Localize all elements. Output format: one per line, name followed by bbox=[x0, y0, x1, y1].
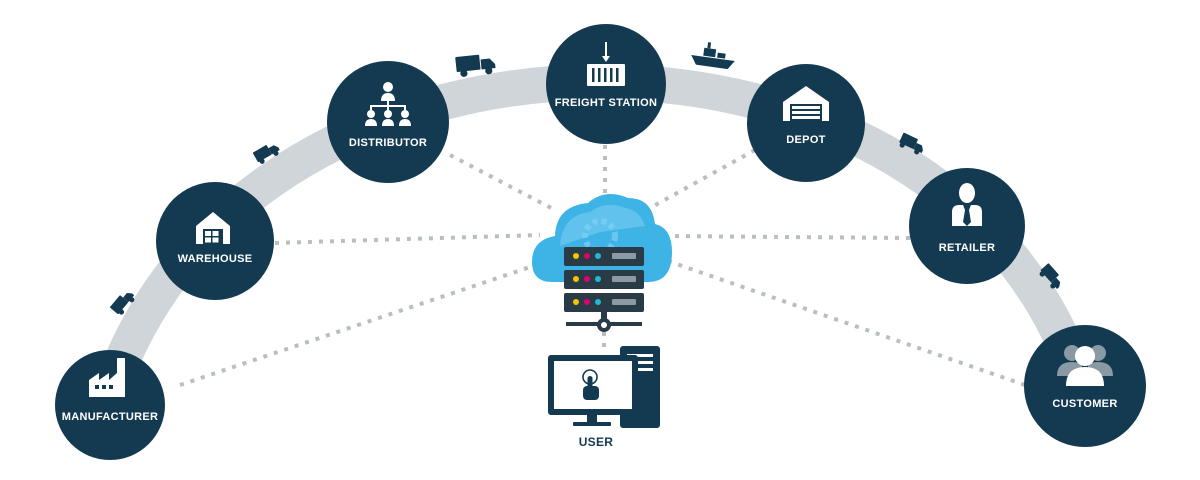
node-warehouse[interactable]: WAREHOUSE bbox=[156, 182, 274, 300]
connector-customer bbox=[664, 258, 1026, 387]
monitor-screen bbox=[554, 361, 632, 409]
node-retailer[interactable]: RETAILER bbox=[909, 168, 1025, 284]
connector-lines bbox=[179, 145, 1026, 387]
vehicles bbox=[110, 42, 1061, 315]
node-label: DEPOT bbox=[786, 134, 825, 146]
node-label: MANUFACTURER bbox=[62, 411, 158, 423]
truck-icon bbox=[1039, 263, 1061, 290]
truck-icon bbox=[110, 293, 135, 315]
node-distributor[interactable]: DISTRIBUTOR bbox=[327, 61, 449, 183]
node-circle bbox=[747, 64, 865, 182]
connector-warehouse bbox=[274, 233, 541, 245]
cloud-server-hub bbox=[532, 194, 672, 332]
server-unit-3 bbox=[564, 293, 644, 312]
garage-icon bbox=[783, 86, 829, 121]
factory-icon bbox=[89, 358, 125, 397]
user-computer: USER bbox=[548, 346, 660, 449]
server-unit-1 bbox=[564, 247, 644, 266]
server-rack bbox=[564, 247, 644, 332]
gear-icon bbox=[582, 218, 618, 254]
org-chart-icon bbox=[365, 82, 411, 126]
connector-retailer bbox=[664, 234, 911, 240]
node-manufacturer[interactable]: MANUFACTURER bbox=[55, 350, 165, 460]
truck-icon bbox=[455, 54, 496, 77]
node-freight-station[interactable]: FREIGHT STATION bbox=[546, 24, 666, 144]
node-label: RETAILER bbox=[939, 242, 996, 254]
warehouse-icon bbox=[196, 212, 230, 244]
node-depot[interactable]: DEPOT bbox=[747, 64, 865, 182]
node-label: WAREHOUSE bbox=[178, 253, 253, 265]
container-crane-icon bbox=[587, 42, 625, 86]
node-label: FREIGHT STATION bbox=[555, 97, 657, 109]
node-circle bbox=[55, 350, 165, 460]
server-leds bbox=[573, 253, 601, 305]
touch-hand-icon bbox=[582, 369, 599, 400]
node-label: DISTRIBUTOR bbox=[349, 137, 427, 149]
connector-depot bbox=[649, 148, 756, 210]
node-customer[interactable]: CUSTOMER bbox=[1024, 325, 1146, 447]
server-slots bbox=[612, 253, 636, 305]
truck-icon bbox=[899, 132, 923, 155]
connector-distributor bbox=[449, 153, 556, 212]
cloud-highlight bbox=[560, 204, 645, 246]
user-label: USER bbox=[579, 435, 614, 449]
server-unit-2 bbox=[564, 270, 644, 289]
truck-icon bbox=[252, 145, 280, 164]
businessman-icon bbox=[952, 183, 982, 226]
customers-icon bbox=[1057, 345, 1113, 386]
ship-icon bbox=[691, 42, 735, 70]
computer-icon bbox=[548, 346, 660, 428]
connector-manufacturer bbox=[179, 260, 546, 387]
node-label: CUSTOMER bbox=[1052, 398, 1117, 410]
